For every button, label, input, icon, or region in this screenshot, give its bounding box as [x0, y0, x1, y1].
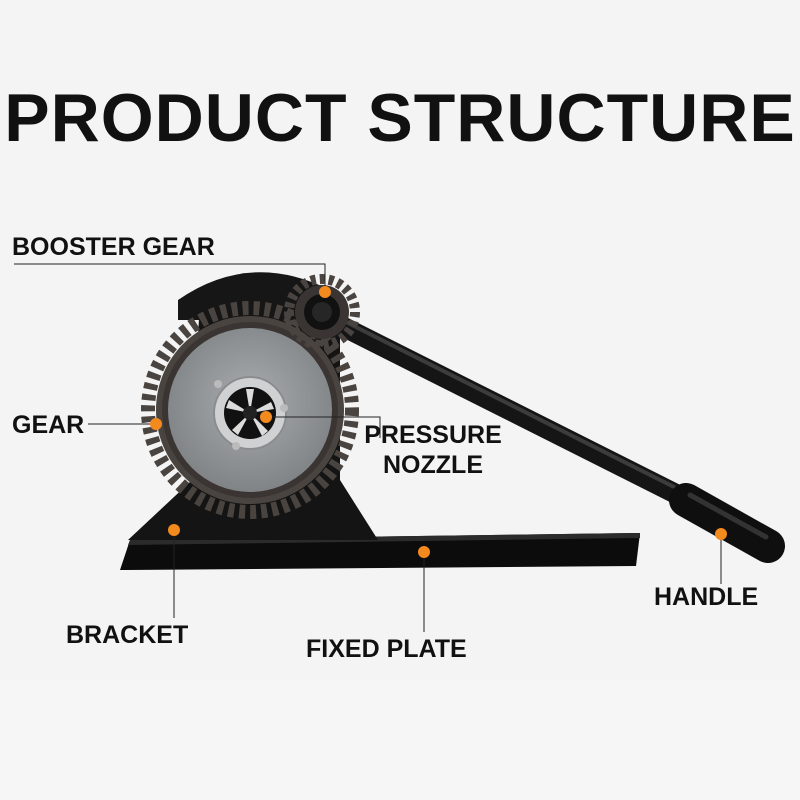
label-bracket: BRACKET — [66, 621, 189, 649]
label-pressure-nozzle-line1: PRESSURE — [364, 421, 502, 449]
label-pressure-nozzle-line2: NOZZLE — [383, 451, 483, 479]
marker-pressure-nozzle — [260, 411, 272, 423]
marker-booster-gear — [319, 286, 331, 298]
pressure-nozzle-shape — [213, 376, 288, 450]
leader-line-booster-gear — [14, 263, 326, 292]
background-lower-band — [0, 680, 800, 800]
marker-handle — [715, 528, 727, 540]
fixed-plate-shape — [120, 533, 640, 570]
booster-gear-shape — [284, 274, 360, 350]
marker-gear — [150, 418, 162, 430]
page-title: PRODUCT STRUCTURE — [4, 80, 796, 156]
handle-rod — [312, 306, 710, 516]
handle-grip — [669, 483, 785, 563]
marker-bracket — [168, 524, 180, 536]
label-gear: GEAR — [12, 411, 85, 439]
label-handle: HANDLE — [654, 583, 759, 611]
leader-line-pressure-nozzle — [266, 416, 381, 438]
label-pressure-nozzle: PRESSURE NOZZLE — [362, 420, 504, 480]
label-fixed-plate: FIXED PLATE — [306, 635, 467, 663]
callout-markers — [150, 286, 727, 558]
label-booster-gear: BOOSTER GEAR — [12, 233, 215, 261]
marker-fixed-plate — [418, 546, 430, 558]
leader-lines — [14, 263, 722, 632]
